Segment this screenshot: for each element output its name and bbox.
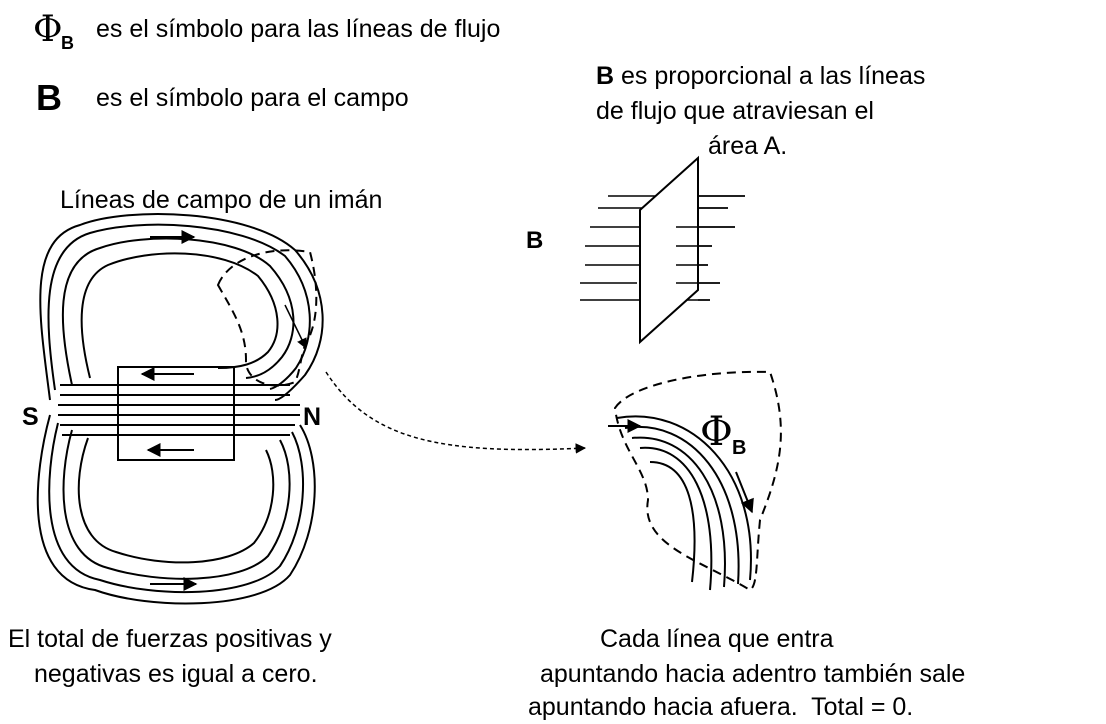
b-symbol: B xyxy=(36,77,62,118)
surface-arrow xyxy=(284,304,307,349)
detail-phi-subscript: B xyxy=(732,437,747,459)
detail-arrow-out xyxy=(735,471,754,514)
magnet-field-lines xyxy=(36,213,324,605)
magnet-caption-line1: El total de fuerzas positivas y xyxy=(8,625,332,653)
phi-subscript: B xyxy=(61,33,74,53)
upper-loop-outer xyxy=(39,213,324,401)
area-panel-line1-rest: es proporcional a las líneas xyxy=(614,62,926,90)
area-panel-line2: de flujo que atraviesan el xyxy=(596,97,874,125)
phi-symbol: Φ xyxy=(33,9,63,50)
magnet-dashed-surface xyxy=(216,249,318,387)
detail-dashed-surface xyxy=(613,370,782,592)
area-plane xyxy=(639,155,699,345)
upper-loop-3 xyxy=(61,237,295,386)
b-definition: es el símbolo para el campo xyxy=(96,84,409,112)
detail-phi-symbol: Φ xyxy=(700,409,733,455)
magnet-arrows xyxy=(140,230,198,591)
area-flux-lines-front xyxy=(676,195,745,301)
area-panel-line1: B es proporcional a las líneas xyxy=(596,64,925,89)
magnet-title: Líneas de campo de un imán xyxy=(60,186,383,214)
lower-loop-2 xyxy=(48,422,305,594)
lower-loop-outer xyxy=(36,414,316,605)
lower-loop-3 xyxy=(62,429,291,580)
area-panel-b: B xyxy=(596,62,615,90)
detail-caption-line3: apuntando hacia afuera. Total = 0. xyxy=(528,693,914,721)
detail-flux-lines xyxy=(616,415,752,591)
area-panel-line3: área A. xyxy=(708,132,788,160)
south-pole-label: S xyxy=(22,403,39,431)
detail-caption-line2: apuntando hacia adentro también sale xyxy=(540,660,966,688)
upper-loop-inner xyxy=(80,252,279,379)
magnet-caption-line2: negativas es igual a cero. xyxy=(34,660,318,688)
area-b-label: B xyxy=(526,227,544,254)
detail-caption-line1: Cada línea que entra xyxy=(600,625,834,653)
zoom-arrow xyxy=(325,371,587,454)
upper-loop-2 xyxy=(47,223,311,391)
phi-definition: es el símbolo para las líneas de flujo xyxy=(96,15,501,43)
magnet-body xyxy=(117,366,235,461)
north-pole-label: N xyxy=(303,403,322,431)
lower-loop-inner xyxy=(77,437,275,564)
